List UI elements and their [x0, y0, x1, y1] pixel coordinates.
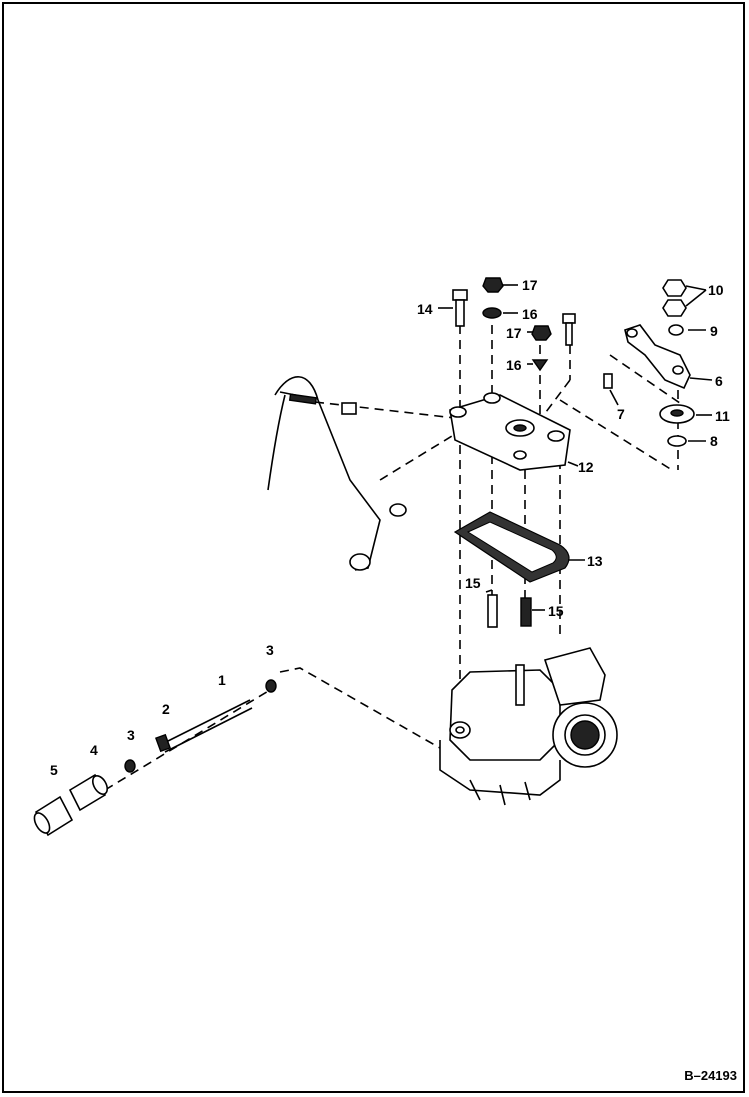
gasket: [453, 511, 570, 583]
callout-17: 17: [506, 325, 522, 341]
callout-10: 10: [708, 282, 724, 298]
callout-12: 12: [578, 459, 594, 475]
callout-6: 6: [715, 373, 723, 389]
callout-3: 3: [266, 642, 274, 658]
callout-15: 15: [465, 575, 481, 591]
callout-13: 13: [587, 553, 603, 569]
callout-11: 11: [715, 408, 730, 424]
engine-housing: [439, 647, 618, 806]
callout-8: 8: [710, 433, 718, 449]
callout-17: 17: [522, 277, 538, 293]
callout-5: 5: [50, 762, 58, 778]
figure-reference-code: B–24193: [684, 1068, 737, 1083]
callout-1: 1: [218, 672, 226, 688]
callout-14: 14: [417, 301, 433, 317]
callout-16: 16: [506, 357, 522, 373]
callout-16: 16: [522, 306, 538, 322]
mounting-plate: [449, 392, 571, 471]
top-fasteners: [452, 277, 576, 372]
callout-3: 3: [127, 727, 135, 743]
lever-arm-assembly: [603, 279, 695, 447]
callout-leaders: [438, 284, 713, 611]
callout-labels: 1 2 3 3 4 5 6 7 8 9 10 11 12 13 14 15 15…: [50, 277, 730, 778]
throttle-cable-assembly: [267, 376, 407, 571]
callout-2: 2: [162, 701, 170, 717]
callout-4: 4: [90, 742, 98, 758]
studs: [487, 594, 532, 628]
callout-7: 7: [617, 406, 625, 422]
callout-15: 15: [548, 603, 564, 619]
left-exploded-parts: [33, 679, 277, 837]
callout-9: 9: [710, 323, 718, 339]
